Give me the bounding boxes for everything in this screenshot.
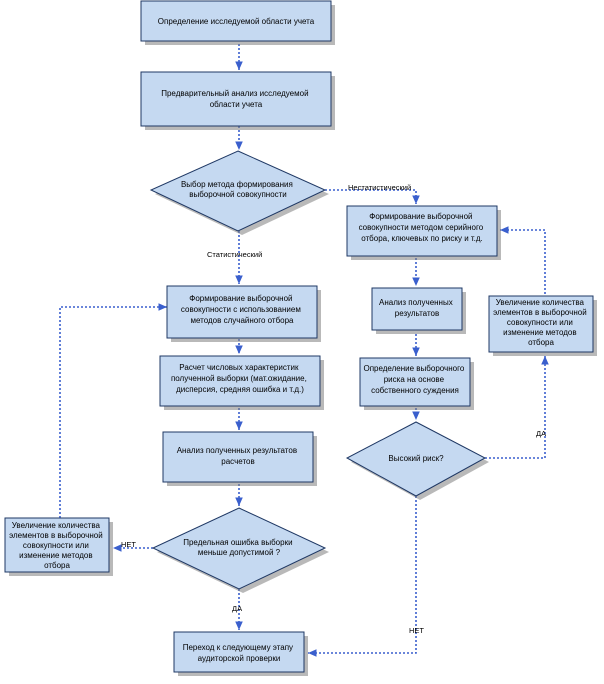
box-serial-sample-text: Формирование выборочной совокупности мет… xyxy=(359,212,486,243)
box-increase-right-line-4: изменение методов xyxy=(503,328,576,337)
box-define-area-text: Определение исследуемой области учета xyxy=(158,17,315,26)
connector-highrisk-to-next xyxy=(308,496,417,657)
diamond-error-check: Предельная ошибка выборки меньше допусти… xyxy=(151,507,329,593)
box-calc-stats-line-2: полученной выборки (мат.ожидание, xyxy=(171,374,307,383)
box-calc-stats-line-1: Расчет числовых характеристик xyxy=(179,363,299,372)
box-random-sample-line-3: методов случайного отбора xyxy=(190,316,294,325)
diamond-error-check-line-2: меньше допустимой ? xyxy=(198,548,281,557)
box-define-risk-line-3: собственного суждения xyxy=(371,386,459,395)
label-yes-bottom: ДА xyxy=(232,604,242,613)
box-next-stage-text: Переход к следующему этапу аудиторской п… xyxy=(183,643,296,663)
box-prelim-analysis-line-1: Предварительный анализ исследуемой xyxy=(161,89,308,98)
box-increase-left-line-2: элементов в выборочной xyxy=(9,531,103,540)
box-analyze-calc: Анализ полученных результатов расчетов xyxy=(162,431,317,486)
connector-increase-right-to-serial xyxy=(500,226,546,294)
box-increase-right: Увеличение количества элементов в выборо… xyxy=(488,295,597,356)
box-calc-stats: Расчет числовых характеристик полученной… xyxy=(159,355,324,410)
label-no-left: НЕТ xyxy=(121,540,136,549)
box-define-risk-line-2: риска на основе xyxy=(384,375,445,384)
label-yes-right: ДА xyxy=(536,429,546,438)
box-increase-right-line-2: элементов в выборочной xyxy=(493,308,587,317)
box-increase-right-line-1: Увеличение количества xyxy=(496,298,585,307)
box-increase-left-line-1: Увеличение количества xyxy=(12,521,101,530)
box-serial-sample-line-1: Формирование выборочной xyxy=(369,212,472,221)
box-analyze-results-line-1: Анализ полученных xyxy=(379,298,453,307)
diamond-choose-method-line-2: выборочной совокупности xyxy=(189,190,287,199)
box-analyze-results-line-2: результатов xyxy=(395,309,439,318)
diamond-high-risk-text: Высокий риск? xyxy=(388,454,444,463)
box-serial-sample-line-2: совокупности методом серийного xyxy=(359,223,484,232)
edge-labels: Нестатистический Статистический НЕТ ДА Д… xyxy=(121,183,546,635)
box-prelim-analysis-line-2: области учета xyxy=(210,100,263,109)
box-define-area: Определение исследуемой области учета xyxy=(140,0,335,45)
diamond-error-check-line-1: Предельная ошибка выборки xyxy=(183,538,292,547)
box-increase-left-line-5: отбора xyxy=(44,561,70,570)
box-increase-right-text: Увеличение количества элементов в выборо… xyxy=(493,298,589,347)
diamond-error-check-text: Предельная ошибка выборки меньше допусти… xyxy=(183,538,295,557)
box-define-risk-text: Определение выборочного риска на основе … xyxy=(363,364,466,395)
box-next-stage-line-2: аудиторской проверки xyxy=(198,654,281,663)
connector-highrisk-to-increase-right xyxy=(485,356,549,459)
box-serial-sample: Формирование выборочной совокупности мет… xyxy=(346,205,501,260)
box-next-stage-line-1: Переход к следующему этапу xyxy=(183,643,293,652)
box-increase-left-line-4: изменение методов xyxy=(19,551,92,560)
box-random-sample-line-2: совокупности с использованием xyxy=(181,305,301,314)
box-define-risk-line-1: Определение выборочного xyxy=(363,364,464,373)
box-increase-right-line-3: совокупности или xyxy=(507,318,573,327)
diamond-choose-method-line-1: Выбор метода формирования xyxy=(181,180,293,189)
label-statistical: Статистический xyxy=(207,250,262,259)
connector-choose-to-serial xyxy=(325,189,420,204)
box-next-stage: Переход к следующему этапу аудиторской п… xyxy=(173,631,308,676)
box-prelim-analysis-text: Предварительный анализ исследуемой облас… xyxy=(161,89,311,109)
box-increase-left-line-3: совокупности или xyxy=(23,541,89,550)
box-analyze-results: Анализ полученных результатов xyxy=(371,287,466,334)
box-random-sample-text: Формирование выборочной совокупности с и… xyxy=(181,294,303,325)
diamond-choose-method: Выбор метода формирования выборочной сов… xyxy=(149,150,329,235)
box-analyze-calc-line-2: расчетов xyxy=(221,457,254,466)
box-analyze-calc-line-1: Анализ полученных результатов xyxy=(177,446,297,455)
box-increase-left-text: Увеличение количества элементов в выборо… xyxy=(9,521,105,570)
box-prelim-analysis: Предварительный анализ исследуемой облас… xyxy=(140,71,335,130)
box-define-risk: Определение выборочного риска на основе … xyxy=(359,357,474,410)
box-random-sample: Формирование выборочной совокупности с и… xyxy=(166,285,321,342)
box-random-sample-line-1: Формирование выборочной xyxy=(189,294,292,303)
box-serial-sample-line-3: отбора, ключевых по риску и т.д. xyxy=(361,234,483,243)
box-analyze-calc-text: Анализ полученных результатов расчетов xyxy=(177,446,300,466)
box-calc-stats-line-3: дисперсия, средняя ошибка и т.д.) xyxy=(176,385,304,394)
box-increase-right-line-5: отбора xyxy=(528,338,554,347)
label-nonstatistical: Нестатистический xyxy=(348,183,411,192)
box-analyze-results-text: Анализ полученных результатов xyxy=(379,298,455,318)
label-no-bottom: НЕТ xyxy=(409,626,424,635)
box-calc-stats-text: Расчет числовых характеристик полученной… xyxy=(171,363,309,394)
diamond-high-risk: Высокий риск? xyxy=(345,421,489,500)
box-increase-left: Увеличение количества элементов в выборо… xyxy=(4,517,113,576)
connector-increase-left-to-random xyxy=(59,303,167,518)
diamond-choose-method-text: Выбор метода формирования выборочной сов… xyxy=(181,180,295,199)
